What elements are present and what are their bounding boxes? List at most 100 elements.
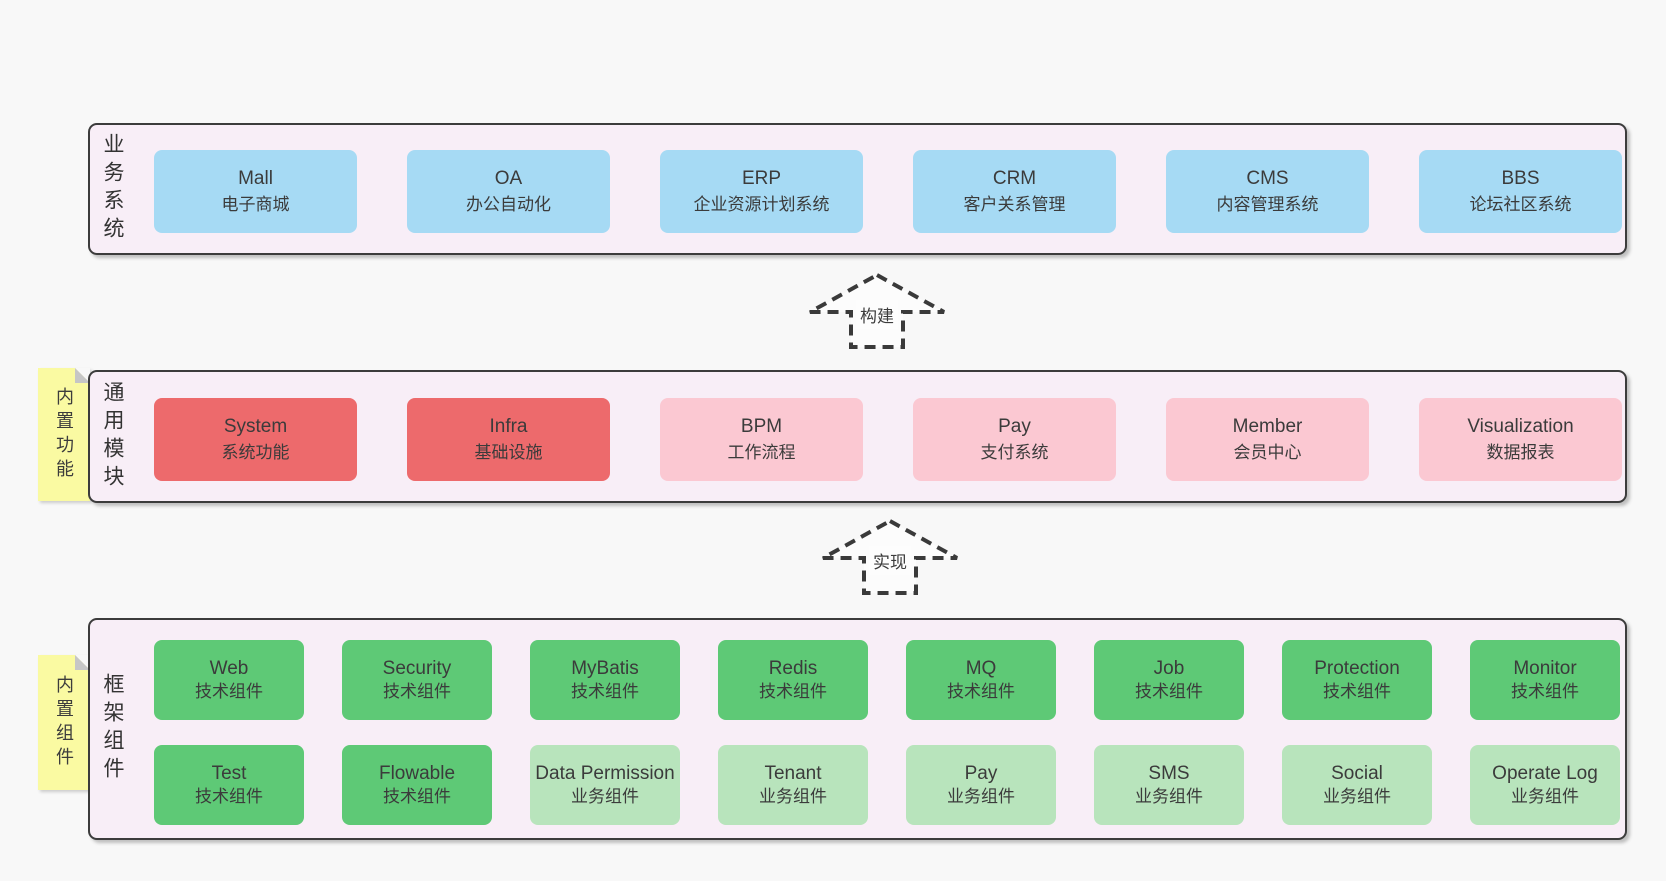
band-framework-components-row-1: Web 技术组件 Security 技术组件 MyBatis 技术组件 Redi… [154,640,1620,720]
band-framework-components: 框架组件 Web 技术组件 Security 技术组件 MyBatis 技术组件… [88,618,1627,840]
arrow-build: 构建 [807,272,947,350]
box-flowable: Flowable 技术组件 [342,745,492,825]
box-subtitle: 业务组件 [1135,787,1203,807]
box-title: Redis [768,657,818,679]
box-title: CRM [992,168,1037,190]
box-subtitle: 技术组件 [383,787,451,807]
band-common-modules: 通用模块 System 系统功能 Infra 基础设施 BPM 工作流程 Pay… [88,370,1627,503]
box-bpm: BPM 工作流程 [660,398,863,481]
band-common-modules-label: 通用模块 [101,380,124,493]
box-security: Security 技术组件 [342,640,492,720]
box-title: OA [494,168,523,190]
box-title: Web [209,657,249,679]
box-job: Job 技术组件 [1094,640,1244,720]
box-title: Test [211,762,247,784]
box-title: Pay [964,762,998,784]
box-title: BPM [740,416,783,438]
box-sms: SMS 业务组件 [1094,745,1244,825]
box-title: System [223,416,288,438]
band-framework-components-label: 框架组件 [101,673,124,785]
box-subtitle: 数据报表 [1486,442,1555,462]
box-monitor: Monitor 技术组件 [1470,640,1620,720]
box-pay: Pay 支付系统 [913,398,1116,481]
box-title: MyBatis [571,657,639,679]
box-operate-log: Operate Log 业务组件 [1470,745,1620,825]
box-member: Member 会员中心 [1166,398,1369,481]
box-mq: MQ 技术组件 [906,640,1056,720]
box-mybatis: MyBatis 技术组件 [530,640,680,720]
sticky-built-in-components: 内置组件 [38,655,90,790]
box-title: BBS [1501,168,1540,190]
box-cms: CMS 内容管理系统 [1166,150,1369,233]
band-common-modules-row: System 系统功能 Infra 基础设施 BPM 工作流程 Pay 支付系统… [154,398,1622,481]
sticky-built-in-components-label: 内置组件 [54,674,74,771]
box-title: Social [1331,762,1383,784]
box-redis: Redis 技术组件 [718,640,868,720]
box-title: Tenant [764,762,822,784]
box-title: ERP [741,168,782,190]
box-title: CMS [1246,168,1289,190]
box-title: Protection [1314,657,1400,679]
box-tenant: Tenant 业务组件 [718,745,868,825]
box-visualization: Visualization 数据报表 [1419,398,1622,481]
band-business-systems: 业务系统 Mall 电子商城 OA 办公自动化 ERP 企业资源计划系统 CRM… [88,123,1627,255]
band-business-systems-label: 业务系统 [101,133,124,245]
box-title: Monitor [1513,657,1577,679]
box-title: SMS [1148,762,1190,784]
box-system: System 系统功能 [154,398,357,481]
box-data-permission: Data Permission 业务组件 [530,745,680,825]
box-subtitle: 技术组件 [195,787,263,807]
box-title: Data Permission [535,762,675,784]
sticky-built-in-features: 内置功能 [38,368,90,501]
box-subtitle: 技术组件 [1135,682,1203,702]
box-title: Job [1153,657,1185,679]
box-pay-business: Pay 业务组件 [906,745,1056,825]
box-subtitle: 客户关系管理 [963,194,1066,214]
box-title: Mall [238,168,273,190]
box-crm: CRM 客户关系管理 [913,150,1116,233]
box-subtitle: 系统功能 [221,442,290,462]
box-subtitle: 技术组件 [571,682,639,702]
box-subtitle: 办公自动化 [466,194,551,214]
box-subtitle: 企业资源计划系统 [693,194,830,214]
box-subtitle: 电子商城 [221,194,290,214]
arrow-build-label: 构建 [856,300,898,329]
box-subtitle: 业务组件 [759,787,827,807]
box-subtitle: 支付系统 [980,442,1049,462]
box-subtitle: 会员中心 [1233,442,1302,462]
box-web: Web 技术组件 [154,640,304,720]
box-subtitle: 业务组件 [947,787,1015,807]
box-title: Flowable [378,762,456,784]
box-subtitle: 技术组件 [383,682,451,702]
box-title: Visualization [1467,416,1574,438]
box-title: Security [382,657,452,679]
box-subtitle: 基础设施 [474,442,543,462]
box-social: Social 业务组件 [1282,745,1432,825]
arrow-implement: 实现 [820,518,960,596]
band-framework-components-row-2: Test 技术组件 Flowable 技术组件 Data Permission … [154,745,1620,825]
box-subtitle: 业务组件 [1323,787,1391,807]
box-subtitle: 内容管理系统 [1216,194,1319,214]
box-protection: Protection 技术组件 [1282,640,1432,720]
box-subtitle: 工作流程 [727,442,796,462]
box-erp: ERP 企业资源计划系统 [660,150,863,233]
box-subtitle: 技术组件 [947,682,1015,702]
box-title: MQ [965,657,997,679]
box-title: Member [1232,416,1303,438]
box-infra: Infra 基础设施 [407,398,610,481]
box-mall: Mall 电子商城 [154,150,357,233]
arrow-implement-label: 实现 [869,546,911,575]
box-title: Operate Log [1492,762,1598,784]
box-subtitle: 技术组件 [759,682,827,702]
box-test: Test 技术组件 [154,745,304,825]
box-bbs: BBS 论坛社区系统 [1419,150,1622,233]
box-subtitle: 技术组件 [1511,682,1579,702]
box-subtitle: 业务组件 [1511,787,1579,807]
band-business-systems-row: Mall 电子商城 OA 办公自动化 ERP 企业资源计划系统 CRM 客户关系… [154,150,1622,233]
box-title: Infra [489,416,528,438]
box-subtitle: 业务组件 [571,787,639,807]
box-subtitle: 技术组件 [1323,682,1391,702]
box-subtitle: 技术组件 [195,682,263,702]
sticky-built-in-features-label: 内置功能 [54,386,74,483]
